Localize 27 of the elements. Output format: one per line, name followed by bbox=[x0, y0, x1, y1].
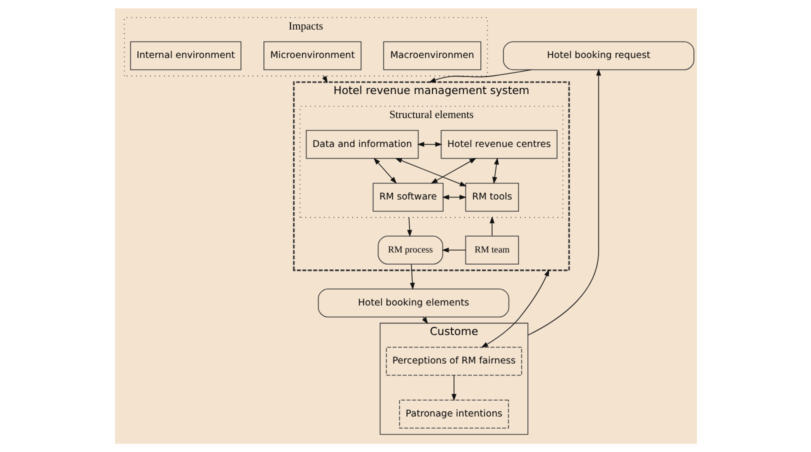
arrow bbox=[394, 158, 466, 186]
node-box: Data and information bbox=[305, 130, 418, 159]
node-box: Macroenvironmen bbox=[382, 41, 481, 70]
node-box: Hotel booking request bbox=[502, 41, 694, 70]
node-box: RM process bbox=[377, 236, 443, 264]
node-box: Hotel booking elements bbox=[317, 288, 509, 318]
node-box: RM tools bbox=[464, 182, 518, 212]
arrow bbox=[527, 68, 601, 336]
node-box: RM software bbox=[372, 182, 444, 212]
arrow bbox=[422, 316, 428, 324]
node-box: RM team bbox=[464, 236, 518, 264]
arrow bbox=[451, 375, 456, 401]
node-box: Internal environment bbox=[130, 41, 241, 70]
arrow bbox=[441, 248, 466, 253]
arrow bbox=[430, 158, 476, 184]
arrow bbox=[489, 216, 494, 236]
node-box: Microenvironment bbox=[263, 41, 361, 70]
arrow bbox=[480, 269, 549, 348]
arrow bbox=[442, 194, 466, 200]
node-box: Patronage intentions bbox=[398, 400, 508, 429]
node-box: Perceptions of RM fairness bbox=[385, 346, 522, 376]
arrow bbox=[406, 217, 412, 237]
arrow bbox=[416, 142, 442, 147]
arrow bbox=[373, 158, 396, 184]
arrow bbox=[409, 264, 414, 290]
node-box: Hotel revenue centres bbox=[440, 130, 557, 159]
arrow bbox=[492, 157, 498, 184]
